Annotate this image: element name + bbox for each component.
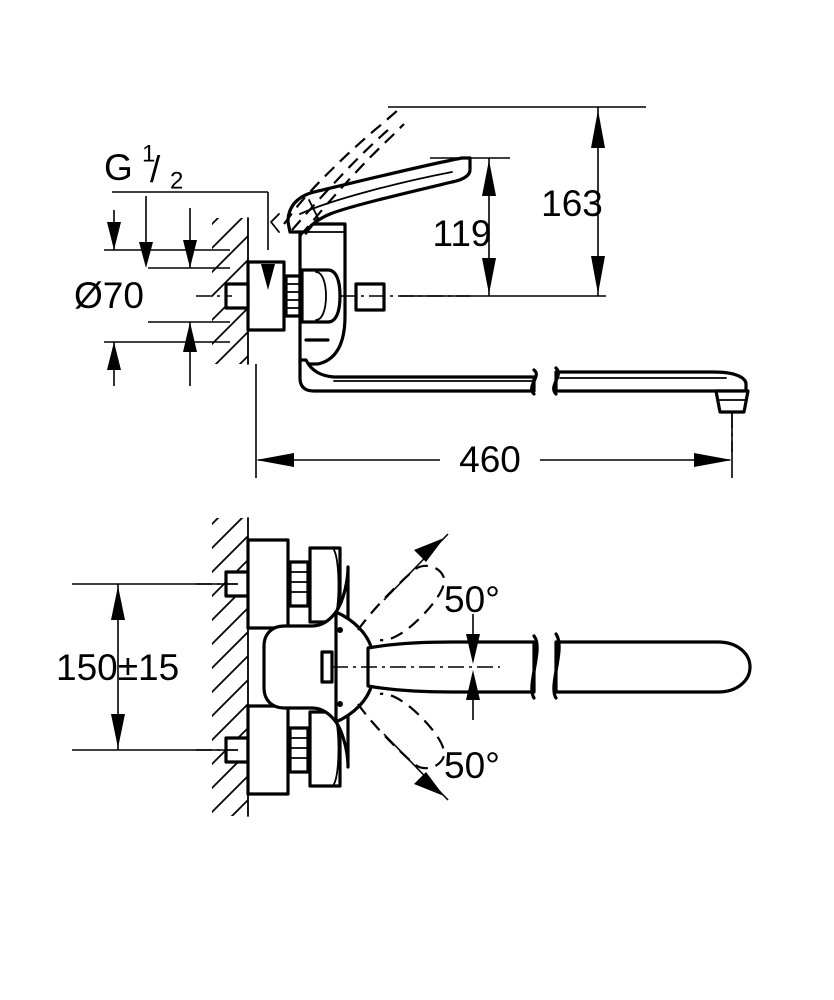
escutcheon-upper	[246, 538, 290, 630]
body-dot-lower	[337, 701, 343, 707]
dim-label-swivel-lower: 50°	[444, 745, 500, 786]
dim-label-diameter-70: Ø70	[74, 275, 144, 316]
side-plug-stub	[354, 282, 386, 312]
dim-label-119: 119	[433, 213, 492, 254]
spout-tube-plan	[332, 632, 752, 700]
escutcheon-lower	[246, 704, 290, 796]
inlet-assembly-lower	[196, 704, 342, 796]
spout-tube-elevation	[298, 358, 750, 452]
dim-connection-spacing-150: 150±15	[56, 583, 238, 751]
elevation-view	[196, 109, 750, 452]
body-dot-upper	[337, 627, 343, 633]
dim-label-460: 460	[459, 439, 521, 480]
dim-thread-g12: G 1 / 2	[104, 140, 275, 290]
dim-label-thread-numerator: 1	[142, 140, 155, 167]
dim-diameter-70: Ø70	[74, 208, 230, 386]
dim-label-swivel-upper: 50°	[444, 579, 500, 620]
dim-label-163: 163	[541, 183, 603, 224]
dim-label-thread-slash: /	[150, 149, 161, 190]
dim-label-150-15: 150±15	[56, 647, 179, 688]
inlet-union-nut	[224, 282, 250, 310]
lever-raised-outline-upper	[283, 109, 399, 225]
plan-view	[196, 517, 752, 817]
dim-spout-height-119: 119	[400, 157, 606, 297]
lever-handle-crease	[299, 171, 453, 215]
dim-overall-height-163: 163	[388, 106, 646, 296]
lever-index-mark	[320, 650, 334, 684]
dim-swivel-lower-50: 50°	[383, 670, 500, 801]
cartridge-cap	[300, 268, 342, 324]
lever-pivot-arc	[305, 199, 319, 235]
lever-pivot-notch	[270, 213, 280, 233]
lever-handle-rest	[286, 156, 472, 234]
lever-handle-plan	[262, 565, 350, 769]
lever-raised-outline-mid	[291, 129, 389, 231]
dim-label-thread-denominator: 2	[170, 167, 183, 194]
knurled-nut-upper	[288, 560, 310, 608]
dim-label-thread-g: G	[104, 147, 133, 188]
aerator-outlet	[714, 389, 750, 414]
cartridge-cap-highlight	[315, 271, 327, 321]
lever-raised-outline-lower	[299, 123, 405, 237]
elevation-dimensions: G 1 / 2 Ø70 119	[74, 106, 733, 480]
dim-swivel-upper-50: 50°	[383, 533, 500, 664]
s-union-connector	[284, 274, 302, 318]
plan-dimensions: 150±15 50° 50°	[56, 533, 500, 801]
knurled-nut-lower	[288, 726, 310, 774]
dim-spout-reach-460: 460	[255, 364, 733, 480]
